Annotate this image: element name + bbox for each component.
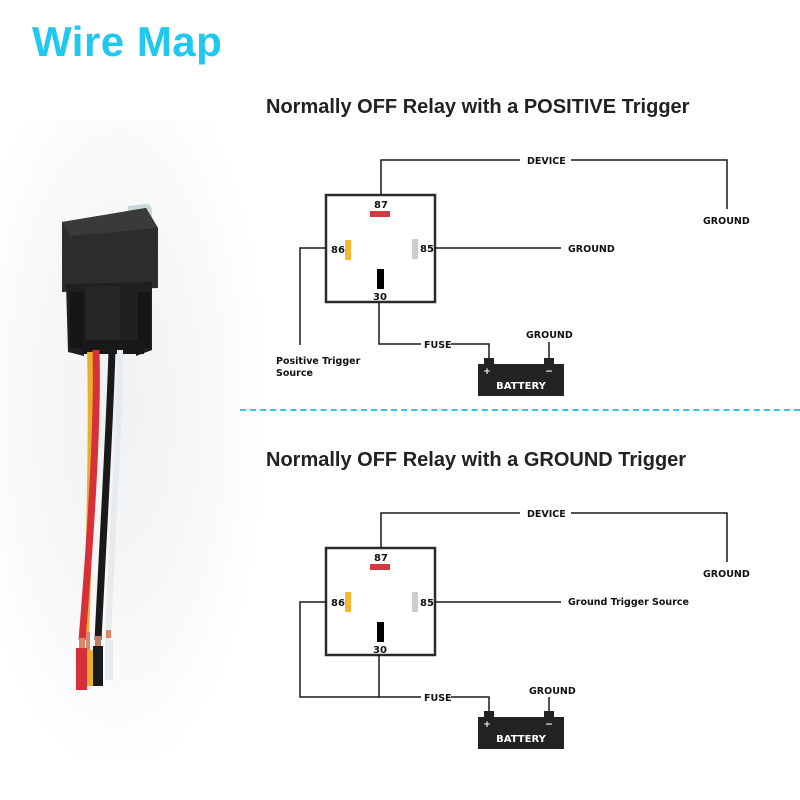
battery-ground-label: GROUND: [526, 330, 573, 341]
diagram-title-ground-trigger: Normally OFF Relay with a GROUND Trigger: [266, 449, 687, 471]
battery-positive-terminal: [484, 358, 494, 365]
pin-86-marker: [345, 592, 351, 612]
wire-30-to-fuse: [378, 302, 421, 345]
pin-87-label: 87: [374, 200, 388, 211]
wire-87-to-device: [380, 159, 520, 195]
positive-trigger-label-line1: Positive Trigger: [276, 356, 361, 367]
device-ground-label: GROUND: [703, 569, 750, 580]
wire-end-black: [93, 646, 103, 686]
socket-slot-right: [138, 292, 150, 348]
diagram-title-positive-trigger: Normally OFF Relay with a POSITIVE Trigg…: [266, 96, 690, 118]
device-ground-label: GROUND: [703, 216, 750, 227]
positive-trigger-label-line2: Source: [276, 368, 313, 379]
copper-strand-yellow: [86, 632, 90, 650]
battery-positive-terminal: [484, 711, 494, 718]
wire-black: [94, 349, 116, 641]
wire-fuse-to-battery: [451, 696, 490, 711]
fuse-label: FUSE: [424, 693, 452, 704]
battery-plus-sign: +: [483, 720, 491, 730]
diagram-positive-trigger: 87 86 85 30 DEVICE GROUND GROUND Positiv…: [276, 156, 750, 396]
ground-trigger-source-label: Ground Trigger Source: [568, 597, 689, 608]
device-label: DEVICE: [527, 156, 566, 167]
wire-87-to-device: [380, 512, 520, 548]
pin-87-label: 87: [374, 553, 388, 564]
pin-85-label: 85: [420, 244, 434, 255]
battery-ground-label: GROUND: [529, 686, 576, 697]
pin-30-marker: [377, 622, 384, 642]
copper-strand-red: [79, 638, 85, 648]
pin-85-marker: [412, 239, 418, 259]
battery-minus-sign: −: [545, 367, 553, 377]
battery-body: [478, 364, 564, 396]
battery-negative-terminal: [544, 358, 554, 365]
wire-device-to-ground: [571, 512, 728, 562]
pin-87-marker: [370, 211, 390, 217]
pin-30-marker: [377, 269, 384, 289]
socket-slot-mid: [86, 286, 120, 348]
copper-strand-white: [106, 630, 111, 638]
pin-30-label: 30: [373, 292, 387, 303]
relay-product-photo: [62, 204, 158, 690]
battery-icon: + − BATTERY: [478, 711, 564, 749]
page-title: Wire Map: [32, 18, 223, 65]
device-label: DEVICE: [527, 509, 566, 520]
battery-minus-sign: −: [545, 720, 553, 730]
wire-fuse-to-battery: [451, 343, 490, 358]
diagram-ground-trigger: 87 86 85 30 DEVICE GROUND Ground Trigger…: [299, 509, 750, 749]
wire-end-white: [105, 640, 113, 680]
section-divider: [240, 409, 800, 411]
socket-slot-left: [70, 292, 84, 348]
wire-86-to-trigger: [299, 247, 326, 345]
pin-30-label: 30: [373, 645, 387, 656]
battery-negative-terminal: [544, 711, 554, 718]
pin-85-label: 85: [420, 598, 434, 609]
pin-85-target-label: GROUND: [568, 244, 615, 255]
wire-end-red: [76, 648, 87, 690]
battery-icon: + − BATTERY: [478, 358, 564, 396]
wire-30-to-fuse: [378, 655, 421, 698]
battery-label: BATTERY: [496, 381, 546, 392]
battery-body: [478, 717, 564, 749]
wire-86-loop: [299, 601, 379, 698]
pin-86-label: 86: [331, 245, 345, 256]
pin-87-marker: [370, 564, 390, 570]
copper-strand-black: [95, 636, 101, 646]
wire-end-yellow: [87, 650, 93, 686]
pin-86-label: 86: [331, 598, 345, 609]
battery-label: BATTERY: [496, 734, 546, 745]
fuse-label: FUSE: [424, 340, 452, 351]
battery-plus-sign: +: [483, 367, 491, 377]
wire-device-to-ground: [571, 159, 728, 209]
relay-housing-top: [62, 208, 158, 236]
pin-85-marker: [412, 592, 418, 612]
wire-white: [105, 349, 123, 641]
pin-86-marker: [345, 240, 351, 260]
wire-red: [78, 349, 100, 641]
